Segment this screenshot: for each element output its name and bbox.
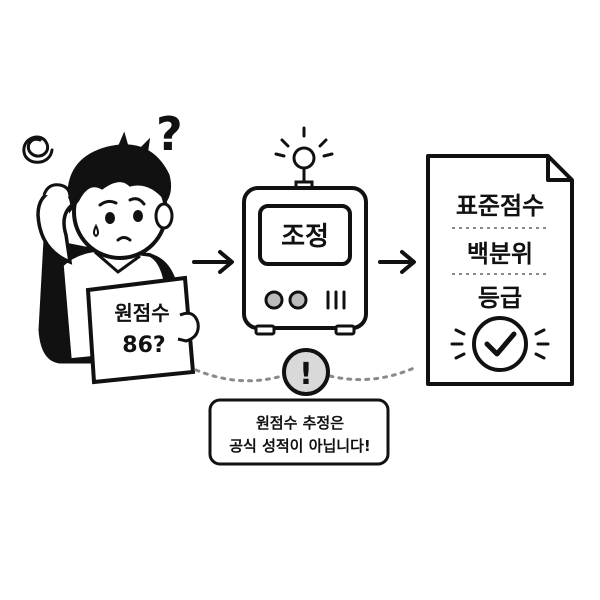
- document-icon: 표준점수 백분위 등급: [426, 154, 574, 386]
- document-item-3: 등급: [478, 284, 522, 312]
- sign-line1: 원점수: [114, 301, 169, 325]
- antenna-icon: [274, 126, 334, 192]
- sign-paper: [85, 275, 196, 385]
- scribble-icon: [22, 135, 54, 164]
- warning-line2: 공식 성적이 아닙니다!: [229, 437, 371, 455]
- robot-machine-icon: 조정: [242, 126, 368, 336]
- arrow-right-icon: [378, 250, 416, 274]
- machine-vents: [326, 290, 346, 310]
- warning-mark: !: [299, 357, 313, 392]
- mouth: [116, 236, 132, 242]
- document-item-1: 표준점수: [456, 192, 544, 220]
- machine-foot-right: [334, 324, 356, 336]
- warning-line1: 원점수 추정은: [256, 414, 344, 432]
- machine-foot-left: [254, 324, 276, 336]
- document-fold: [546, 156, 572, 182]
- collar: [94, 250, 141, 274]
- warning-icon: !: [282, 348, 330, 396]
- hand-on-head: [42, 183, 72, 198]
- ear: [154, 202, 174, 230]
- check-circle-icon: [450, 316, 550, 372]
- dotted-connector-left: [194, 368, 284, 383]
- hair: [67, 144, 172, 214]
- warning-box: [208, 398, 390, 466]
- confused-student: ? 원점수 86?: [22, 107, 200, 385]
- eyebrows: [98, 197, 146, 207]
- question-mark-icon: ?: [156, 107, 183, 161]
- machine-knob-left: [264, 290, 284, 310]
- sweat-drop: [93, 223, 99, 238]
- sign-line2: 86?: [122, 333, 165, 358]
- document-paper: [426, 154, 574, 386]
- machine-screen: [258, 204, 352, 266]
- holding-hand: [177, 311, 200, 343]
- dotted-connector-right: [328, 366, 416, 382]
- machine-knob-right: [288, 290, 308, 310]
- arrow-right-icon: [192, 250, 234, 274]
- document-item-2: 백분위: [467, 240, 533, 268]
- score-sign: 원점수 86?: [85, 275, 200, 385]
- left-eye: [105, 212, 115, 224]
- hair-tuft: [116, 131, 151, 157]
- right-eye: [133, 210, 143, 222]
- machine-label: 조정: [281, 222, 329, 252]
